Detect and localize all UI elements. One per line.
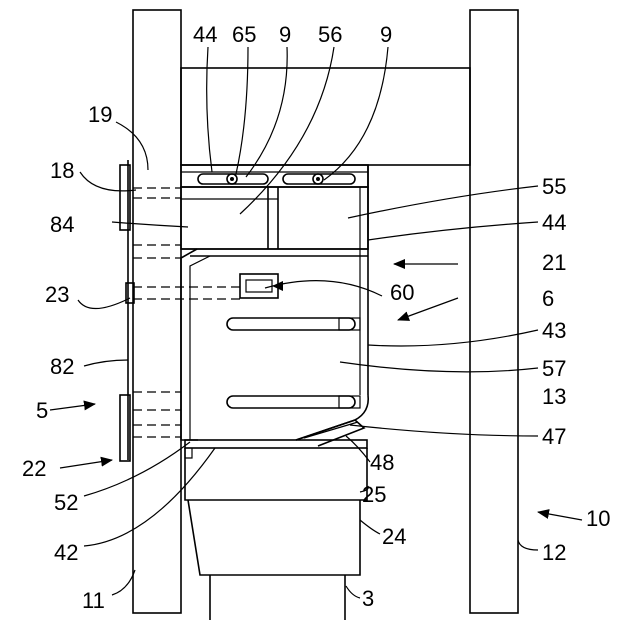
- label-10: 10: [586, 506, 610, 531]
- label-82: 82: [50, 354, 74, 379]
- label-84: 84: [50, 212, 74, 237]
- label-6: 6: [542, 286, 554, 311]
- left-wall: [133, 10, 181, 613]
- housing: [181, 165, 368, 440]
- label-44-top: 44: [193, 22, 217, 47]
- label-5: 5: [36, 398, 48, 423]
- label-60: 60: [390, 280, 414, 305]
- label-43: 43: [542, 318, 566, 343]
- label-25: 25: [362, 482, 386, 507]
- label-22: 22: [22, 456, 46, 481]
- label-56: 56: [318, 22, 342, 47]
- label-3: 3: [362, 586, 374, 611]
- leader-lines: [78, 47, 538, 598]
- right-wall: [470, 10, 518, 613]
- label-19: 19: [88, 102, 112, 127]
- label-42: 42: [54, 540, 78, 565]
- label-21: 21: [542, 250, 566, 275]
- label-47: 47: [542, 424, 566, 449]
- latch: [240, 274, 283, 298]
- label-65: 65: [232, 22, 256, 47]
- outer-plate: [120, 160, 134, 461]
- label-13: 13: [542, 384, 566, 409]
- label-9-right: 9: [380, 22, 392, 47]
- mounting-plate: [181, 165, 368, 187]
- label-24: 24: [382, 524, 406, 549]
- hidden-lines: [133, 188, 240, 437]
- label-9-left: 9: [279, 22, 291, 47]
- label-48: 48: [370, 450, 394, 475]
- label-12: 12: [542, 540, 566, 565]
- label-52: 52: [54, 490, 78, 515]
- upper-box: [181, 187, 368, 249]
- label-23: 23: [45, 282, 69, 307]
- pipe-joint: [185, 448, 367, 620]
- label-44-right: 44: [542, 210, 566, 235]
- label-18: 18: [50, 158, 74, 183]
- housing-slots: [227, 318, 360, 408]
- label-55: 55: [542, 174, 566, 199]
- label-57: 57: [542, 356, 566, 381]
- label-11: 11: [82, 588, 105, 613]
